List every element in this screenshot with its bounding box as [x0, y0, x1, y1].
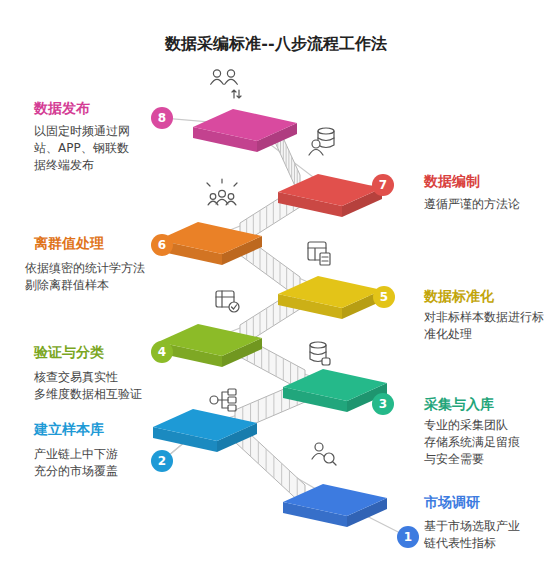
step-number: 8	[158, 112, 166, 124]
step-description: 对非标样本数据进行标 准化处理	[424, 309, 544, 343]
stair-step	[260, 248, 261, 270]
step-heading: 数据标准化	[424, 288, 494, 305]
step-circle: 7数据编制遵循严谨的方法论	[372, 174, 394, 196]
stair-step	[266, 308, 267, 330]
stair-step	[291, 157, 292, 179]
platform-top	[153, 409, 257, 441]
step-description: 产业链上中下游 充分的市场覆盖	[34, 446, 118, 480]
step-number: 3	[379, 398, 387, 410]
step-number: 5	[380, 291, 388, 303]
platforms	[153, 109, 387, 527]
stairs	[235, 120, 305, 507]
stair-step	[261, 347, 262, 369]
step-number: 1	[404, 531, 412, 543]
step-heading: 离群值处理	[34, 235, 104, 252]
step-description: 专业的采集团队 存储系统满足留痕 与安全需要	[424, 417, 520, 467]
stair-step	[281, 390, 282, 412]
step-heading: 市场调研	[424, 494, 480, 511]
step-heading: 采集与入库	[424, 396, 494, 413]
platform-top	[158, 324, 262, 356]
stair-step	[273, 304, 274, 326]
stair-step	[281, 463, 282, 485]
icons	[207, 70, 336, 465]
stair-step	[273, 257, 274, 279]
step-circle: 1市场调研基于市场选取产业 链代表性指标	[397, 526, 419, 548]
step-number: 7	[379, 179, 387, 191]
platform-top	[283, 369, 387, 401]
stair-step	[280, 262, 281, 284]
step-number: 2	[158, 455, 166, 467]
stair-step	[273, 393, 274, 415]
step-description: 遵循严谨的方法论	[424, 196, 520, 213]
platform-top	[283, 484, 387, 516]
step-icon	[216, 291, 239, 312]
step-icon	[210, 389, 236, 411]
stair-step	[253, 215, 254, 237]
stair-step	[286, 267, 287, 289]
stair-step	[286, 144, 287, 166]
step-heading: 建立样本库	[34, 421, 104, 438]
stair-step	[258, 400, 259, 422]
step-icon	[309, 128, 334, 155]
diagram-title: 数据采编标准--八步流程工作法	[0, 34, 552, 55]
stair-step	[283, 358, 284, 380]
stair-step	[260, 210, 261, 232]
stair-step	[288, 151, 289, 173]
step-circle: 8数据发布以固定时频通过网 站、APP、钢联数 据终端发布	[151, 107, 173, 129]
stair-step	[273, 202, 274, 224]
stair-step	[258, 442, 259, 464]
step-heading: 数据发布	[34, 100, 90, 117]
stair-step	[266, 449, 267, 471]
platform-top	[158, 222, 262, 254]
step-icon	[211, 70, 241, 98]
step-icon	[310, 342, 330, 365]
step-number: 6	[158, 239, 166, 251]
platform-top	[193, 109, 297, 141]
platform-top	[278, 276, 382, 308]
step-heading: 数据编制	[424, 173, 480, 190]
step-icon	[207, 179, 237, 205]
stair-step	[253, 317, 254, 339]
platform-top	[278, 174, 382, 206]
stair-step	[276, 354, 277, 376]
stair-step	[294, 163, 295, 185]
step-icon	[312, 443, 336, 465]
step-number: 4	[158, 346, 166, 358]
step-circle: 4验证与分类核查交易真实性 多维度数据相互验证	[151, 341, 173, 363]
stair-step	[266, 397, 267, 419]
stair-step	[260, 312, 261, 334]
step-description: 基于市场选取产业 链代表性指标	[424, 518, 520, 552]
step-description: 核查交易真实性 多维度数据相互验证	[34, 369, 142, 403]
stair-step	[250, 434, 251, 456]
step-circle: 2建立样本库产业链上中下游 充分的市场覆盖	[151, 450, 173, 472]
stair-step	[290, 362, 291, 384]
step-icon	[308, 242, 330, 265]
stair-step	[283, 138, 284, 160]
stair-step	[266, 253, 267, 275]
step-circle: 6离群值处理依据缜密的统计学方法 剔除离群值样本	[151, 234, 173, 256]
step-heading: 验证与分类	[34, 344, 104, 361]
stair-step	[266, 206, 267, 228]
step-description: 以固定时频通过网 站、APP、钢联数 据终端发布	[34, 123, 130, 173]
stair-step	[273, 456, 274, 478]
stair-step	[268, 351, 269, 373]
step-circle: 5数据标准化对非标样本数据进行标 准化处理	[373, 286, 395, 308]
step-description: 依据缜密的统计学方法 剔除离群值样本	[25, 260, 145, 294]
stair-step	[289, 471, 290, 493]
step-circle: 3采集与入库专业的采集团队 存储系统满足留痕 与安全需要	[372, 393, 394, 415]
